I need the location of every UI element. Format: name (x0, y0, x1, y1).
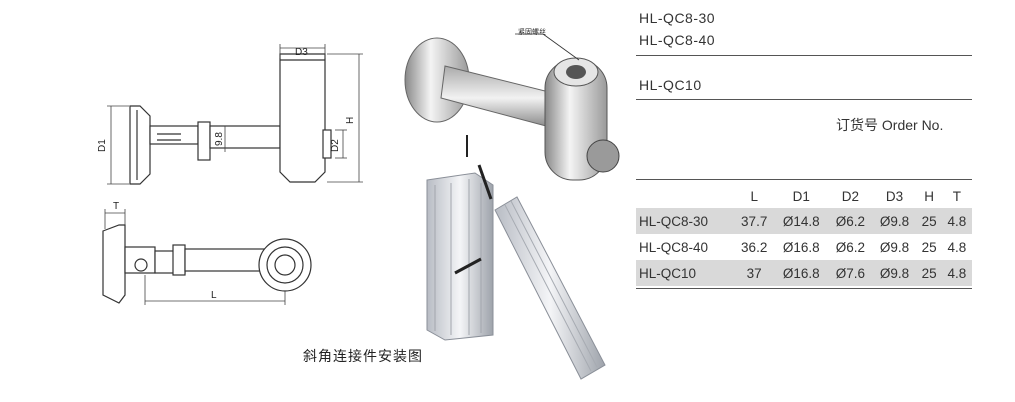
dim-h-label: H (345, 117, 356, 124)
table-cell: Ø9.8 (872, 260, 917, 286)
spec-table: L D1 D2 D3 H T HL-QC8-30 37.7 Ø14.8 Ø6.2… (636, 184, 972, 286)
dim-d2-label: D2 (330, 139, 341, 152)
table-cell: Ø16.8 (782, 239, 820, 255)
table-row: HL-QC10 37 Ø16.8 Ø7.6 Ø9.8 25 4.8 (636, 260, 972, 286)
table-cell: Ø6.2 (835, 239, 865, 255)
table-header-cell (636, 184, 734, 208)
table-cell: HL-QC10 (636, 260, 735, 286)
table-cell: Ø9.8 (872, 208, 917, 234)
side-view-drawing: T L (102, 201, 312, 305)
install-caption: 斜角连接件安装图 (303, 348, 423, 364)
table-cell: HL-QC8-40 (639, 239, 709, 255)
dim-t-label: T (113, 201, 119, 212)
divider (636, 288, 972, 289)
dim-d3-label: D3 (295, 47, 308, 58)
table-cell: 4.8 (941, 208, 972, 234)
table-header-cell: L (750, 188, 758, 204)
table-cell: 25 (921, 239, 937, 255)
front-view-drawing: D3 H D2 9.8 D1 (97, 44, 363, 185)
model-group1-line1: HL-QC8-30 (639, 10, 716, 26)
table-cell: 4.8 (947, 239, 967, 255)
table-cell: Ø9.8 (879, 239, 910, 255)
installation-render (426, 135, 606, 380)
table-cell: Ø16.8 (774, 260, 829, 286)
table-header-row: L D1 D2 D3 H T (636, 184, 972, 208)
table-header-cell: D3 (885, 188, 904, 204)
divider (636, 179, 972, 180)
table-cell: Ø6.2 (828, 208, 873, 234)
table-cell: 37 (734, 260, 775, 286)
table-cell: 37.7 (734, 208, 775, 234)
table-cell: HL-QC8-30 (636, 208, 735, 234)
table-row: HL-QC8-30 37.7 Ø14.8 Ø6.2 Ø9.8 25 4.8 (636, 208, 972, 234)
table-cell: 25 (916, 208, 942, 234)
table-cell: 4.8 (941, 260, 972, 286)
table-header-cell: D1 (792, 188, 810, 204)
table-cell: Ø7.6 (828, 260, 873, 286)
table-header-cell: D2 (841, 188, 859, 204)
model-group2-line1: HL-QC10 (639, 77, 702, 93)
divider (636, 99, 972, 100)
divider (636, 55, 972, 56)
table-cell: 36.2 (741, 239, 768, 255)
model-group1-line2: HL-QC8-40 (639, 32, 716, 48)
table-row: HL-QC8-40 36.2 Ø16.8 Ø6.2 Ø9.8 25 4.8 (636, 234, 972, 260)
table-cell: Ø14.8 (774, 208, 829, 234)
screw-callout-label: 紧固螺丝 (518, 29, 546, 36)
table-header-cell: H (924, 188, 935, 204)
dim-l-label: L (211, 290, 217, 301)
table-cell: 25 (916, 260, 942, 286)
connector-3d-render (404, 33, 620, 181)
dim-98-label: 9.8 (214, 132, 225, 146)
dim-d1-label: D1 (97, 139, 108, 152)
order-number-label: 订货号 Order No. (836, 117, 944, 133)
table-header-cell: T (952, 188, 961, 204)
